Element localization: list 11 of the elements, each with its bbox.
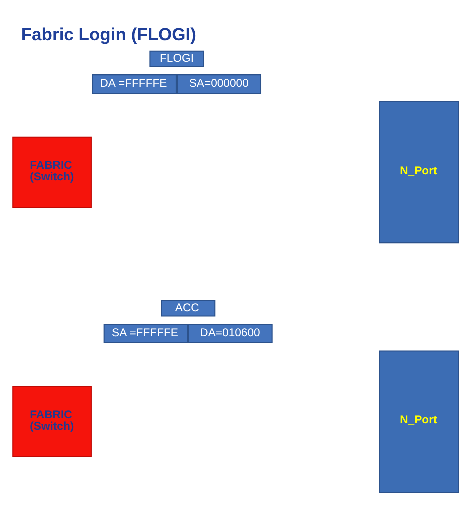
node-box: FABRIC (Switch) [12,136,92,208]
node-box: DA =FFFFFE [92,74,176,94]
node-box: SA=000000 [176,74,261,94]
diagram-title: Fabric Login (FLOGI) [20,24,196,44]
node-box: FLOGI [149,50,204,67]
node-box: N_Port [378,350,459,492]
node-box: N_Port [378,100,459,244]
node-box: DA=010600 [188,323,272,344]
node-box: FABRIC (Switch) [12,386,92,457]
node-box: ACC [160,300,216,316]
node-box: SA =FFFFFE [103,323,188,344]
